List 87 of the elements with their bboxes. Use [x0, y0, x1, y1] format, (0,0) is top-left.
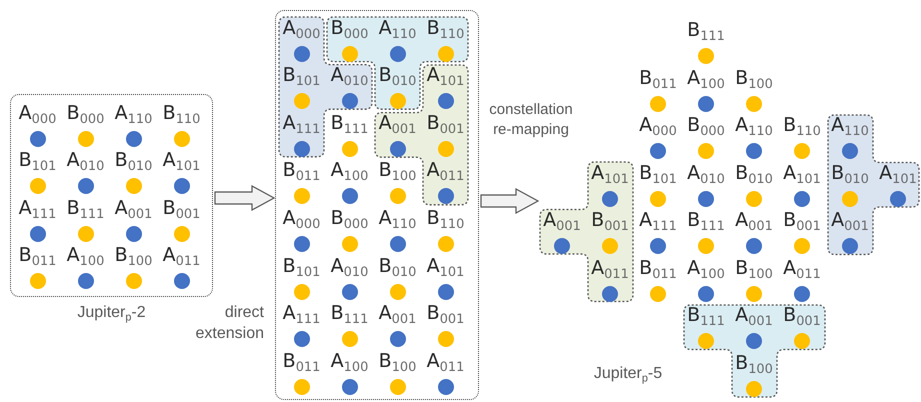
- point-label: B$_{010}$: [378, 64, 416, 86]
- constellation-caption: Jupiter$_{p}$-5: [594, 365, 662, 383]
- point-label: A$_{011}$: [162, 244, 200, 266]
- point-label: B$_{001}$: [426, 302, 464, 324]
- point-label: A$_{100}$: [330, 159, 368, 182]
- point-label: B$_{110}$: [426, 206, 464, 229]
- point-label: A$_{001}$: [378, 112, 416, 134]
- point-label: B$_{100}$: [378, 350, 416, 372]
- point-label: B$_{111}$: [330, 112, 368, 134]
- point-label: A$_{111}$: [639, 209, 677, 231]
- point-label: A$_{100}$: [687, 66, 725, 88]
- point-label: A$_{011}$: [426, 350, 464, 372]
- note-text: direct extension: [194, 303, 264, 344]
- constellation-caption: Jupiter$_{p}$-2: [77, 304, 146, 322]
- point-label: B$_{001}$: [591, 209, 629, 231]
- point-label: B$_{001}$: [783, 209, 821, 231]
- point-label: A$_{110}$: [378, 206, 416, 229]
- point-label: A$_{110}$: [114, 102, 152, 124]
- point-label: B$_{100}$: [735, 352, 773, 374]
- point-label: B$_{111}$: [687, 209, 725, 231]
- point-label: A$_{010}$: [330, 254, 368, 276]
- point-label: B$_{000}$: [687, 114, 725, 136]
- point-label: A$_{110}$: [378, 16, 416, 38]
- point-label: A$_{111}$: [18, 196, 56, 219]
- point-label: A$_{000}$: [639, 114, 677, 136]
- constellation-frame: [275, 10, 479, 400]
- point-label: A$_{001}$: [543, 209, 581, 231]
- point-label: A$_{011}$: [783, 256, 821, 278]
- point-label: B$_{001}$: [783, 304, 821, 326]
- point-label: B$_{000}$: [330, 206, 368, 229]
- point-label: B$_{001}$: [426, 112, 464, 134]
- point-label: A$_{010}$: [330, 64, 368, 86]
- point-label: A$_{101}$: [426, 254, 464, 276]
- point-label: B$_{100}$: [735, 66, 773, 88]
- point-label: A$_{111}$: [282, 112, 320, 134]
- point-label: B$_{111}$: [687, 19, 725, 41]
- point-label: B$_{111}$: [66, 196, 104, 219]
- point-label: A$_{100}$: [330, 350, 368, 372]
- point-label: A$_{000}$: [18, 102, 56, 124]
- point-label: A$_{001}$: [378, 302, 416, 324]
- point-label: B$_{100}$: [378, 159, 416, 182]
- point-label: B$_{011}$: [639, 256, 677, 278]
- point-label: B$_{110}$: [162, 102, 200, 124]
- point-label: A$_{010}$: [66, 149, 104, 172]
- point-label: B$_{110}$: [426, 16, 464, 38]
- point-label: B$_{111}$: [330, 302, 368, 324]
- point-label: A$_{000}$: [282, 206, 320, 229]
- point-label: B$_{010}$: [378, 254, 416, 276]
- point-label: A$_{101}$: [426, 64, 464, 86]
- point-label: B$_{101}$: [282, 64, 320, 86]
- point-label: A$_{101}$: [783, 162, 821, 184]
- point-label: B$_{011}$: [282, 159, 320, 182]
- point-label: A$_{110}$: [831, 114, 869, 136]
- point-label: A$_{001}$: [735, 209, 773, 231]
- point-label: A$_{001}$: [114, 196, 152, 219]
- point-label: A$_{000}$: [282, 16, 320, 38]
- point-label: B$_{101}$: [639, 162, 677, 184]
- point-label: B$_{000}$: [66, 102, 104, 124]
- point-label: B$_{010}$: [735, 162, 773, 184]
- point-label: B$_{101}$: [282, 254, 320, 276]
- point-label: B$_{011}$: [639, 66, 677, 88]
- constellation-frame: [10, 94, 213, 297]
- block-arrow: [480, 188, 540, 214]
- point-label: B$_{110}$: [783, 114, 821, 136]
- point-label: A$_{100}$: [687, 256, 725, 278]
- point-label: B$_{010}$: [114, 149, 152, 172]
- point-label: A$_{101}$: [162, 149, 200, 172]
- point-label: B$_{010}$: [831, 162, 869, 184]
- point-label: B$_{111}$: [687, 304, 725, 326]
- point-label: B$_{011}$: [18, 244, 56, 266]
- point-label: B$_{000}$: [330, 16, 368, 38]
- point-label: A$_{110}$: [735, 114, 773, 136]
- point-label: B$_{101}$: [18, 149, 56, 172]
- point-label: A$_{100}$: [66, 244, 104, 266]
- point-label: A$_{011}$: [591, 256, 629, 278]
- point-label: B$_{011}$: [282, 350, 320, 372]
- point-label: B$_{100}$: [735, 256, 773, 278]
- point-label: B$_{001}$: [162, 196, 200, 219]
- point-label: A$_{101}$: [591, 162, 629, 184]
- block-arrow: [214, 184, 276, 212]
- point-label: A$_{011}$: [426, 159, 464, 182]
- point-label: A$_{010}$: [687, 162, 725, 184]
- point-label: A$_{111}$: [282, 302, 320, 324]
- point-label: A$_{001}$: [735, 304, 773, 326]
- point-label: A$_{101}$: [879, 162, 917, 184]
- point-label: B$_{100}$: [114, 244, 152, 266]
- point-label: A$_{001}$: [831, 209, 869, 231]
